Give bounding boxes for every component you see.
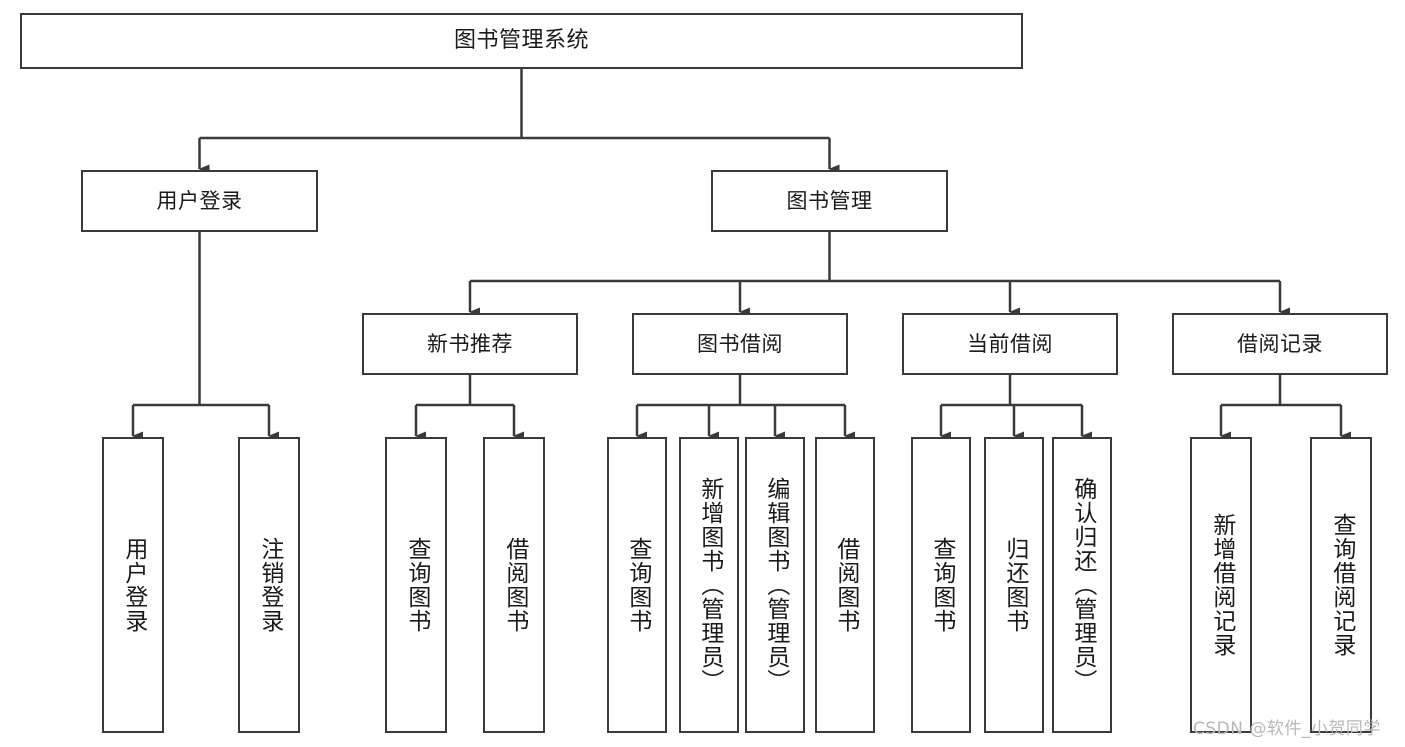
node-label: 用户登录 (120, 537, 147, 633)
node-label: 当前借阅 (967, 331, 1053, 356)
node-leaf-7[interactable]: 编辑图书（管理员） (745, 437, 805, 733)
node-records[interactable]: 借阅记录 (1172, 313, 1388, 375)
node-label: 新增图书（管理员） (696, 477, 723, 693)
node-leaf-3[interactable]: 查询图书 (385, 437, 447, 733)
node-label: 借阅图书 (501, 537, 528, 633)
node-leaf-2[interactable]: 注销登录 (238, 437, 300, 733)
node-leaf-5[interactable]: 查询图书 (607, 437, 667, 733)
node-login[interactable]: 用户登录 (81, 170, 318, 232)
node-leaf-1[interactable]: 用户登录 (102, 437, 164, 733)
node-label: 查询借阅记录 (1328, 513, 1355, 657)
node-newbook[interactable]: 新书推荐 (362, 313, 578, 375)
node-current[interactable]: 当前借阅 (902, 313, 1118, 375)
node-label: 确认归还（管理员） (1069, 477, 1096, 693)
node-leaf-9[interactable]: 查询图书 (911, 437, 971, 733)
node-leaf-13[interactable]: 查询借阅记录 (1310, 437, 1372, 733)
node-leaf-6[interactable]: 新增图书（管理员） (679, 437, 739, 733)
node-label: 注销登录 (256, 537, 283, 633)
node-bookmgmt[interactable]: 图书管理 (711, 170, 948, 232)
node-label: 图书管理系统 (453, 28, 589, 54)
node-label: 新增借阅记录 (1208, 513, 1235, 657)
node-label: 借阅图书 (832, 537, 859, 633)
csdn-watermark: CSDN @软件_小贺同学 (1193, 719, 1381, 739)
node-leaf-4[interactable]: 借阅图书 (483, 437, 545, 733)
node-label: 图书管理 (786, 188, 873, 213)
node-label: 查询图书 (928, 537, 955, 633)
node-leaf-11[interactable]: 确认归还（管理员） (1052, 437, 1112, 733)
node-label: 查询图书 (403, 537, 430, 633)
node-leaf-12[interactable]: 新增借阅记录 (1190, 437, 1252, 733)
node-borrow[interactable]: 图书借阅 (632, 313, 848, 375)
node-label: 用户登录 (156, 188, 243, 213)
node-label: 新书推荐 (427, 331, 513, 356)
node-label: 归还图书 (1001, 537, 1028, 633)
node-label: 图书借阅 (697, 331, 783, 356)
node-label: 借阅记录 (1237, 331, 1323, 356)
node-label: 编辑图书（管理员） (762, 477, 789, 693)
node-leaf-8[interactable]: 借阅图书 (815, 437, 875, 733)
node-leaf-10[interactable]: 归还图书 (984, 437, 1044, 733)
node-label: 查询图书 (624, 537, 651, 633)
node-root[interactable]: 图书管理系统 (20, 13, 1023, 69)
